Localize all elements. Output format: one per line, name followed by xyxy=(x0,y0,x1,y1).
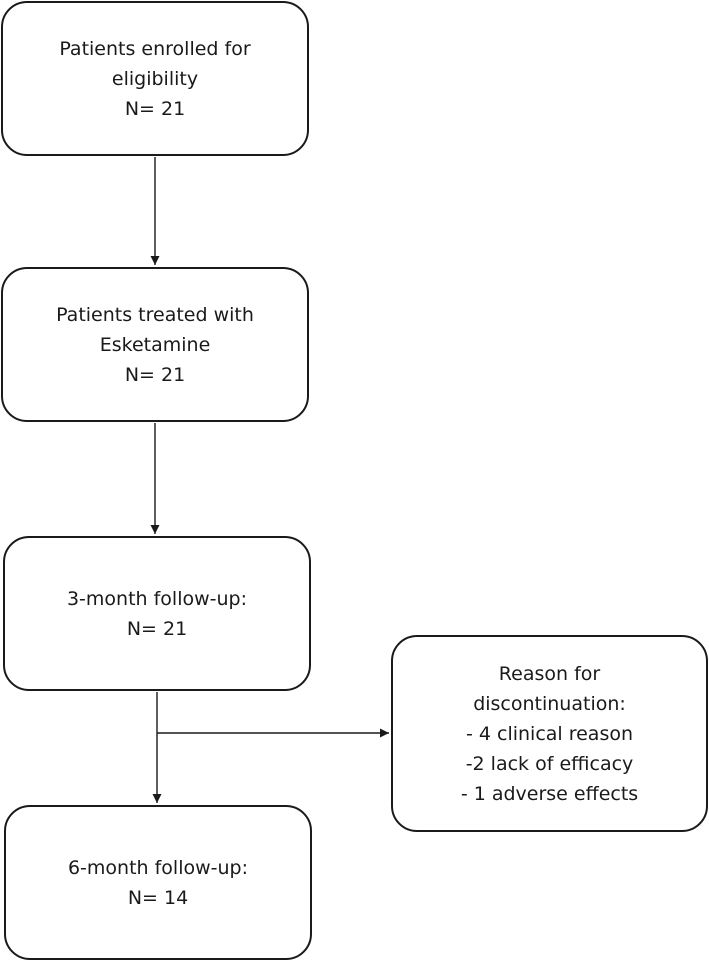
node-text-line: 6-month follow-up: xyxy=(67,856,249,879)
discontinuation-reason-item: - 1 adverse effects xyxy=(460,782,639,805)
node-count: N= 21 xyxy=(126,617,188,640)
discontinuation-reason-item: -2 lack of efficacy xyxy=(465,752,634,775)
node-reason-for-discontinuation: Reason for discontinuation: - 4 clinical… xyxy=(391,635,708,832)
node-count: N= 21 xyxy=(124,97,186,120)
node-text-line: eligibility xyxy=(111,67,199,90)
node-text-line: Reason for xyxy=(498,662,601,685)
node-text-line: discontinuation: xyxy=(473,692,626,715)
node-text-line: Esketamine xyxy=(99,333,211,356)
node-text-line: Patients enrolled for xyxy=(59,37,251,60)
node-text-line: 3-month follow-up: xyxy=(66,587,248,610)
node-3-month-follow-up: 3-month follow-up: N= 21 xyxy=(3,536,311,691)
node-6-month-follow-up: 6-month follow-up: N= 14 xyxy=(4,805,312,960)
node-patients-treated: Patients treated with Esketamine N= 21 xyxy=(1,267,309,422)
discontinuation-reason-item: - 4 clinical reason xyxy=(465,722,634,745)
node-count: N= 21 xyxy=(124,363,186,386)
node-text-line: Patients treated with xyxy=(56,303,254,326)
node-count: N= 14 xyxy=(127,886,189,909)
node-patients-enrolled: Patients enrolled for eligibility N= 21 xyxy=(1,1,309,156)
